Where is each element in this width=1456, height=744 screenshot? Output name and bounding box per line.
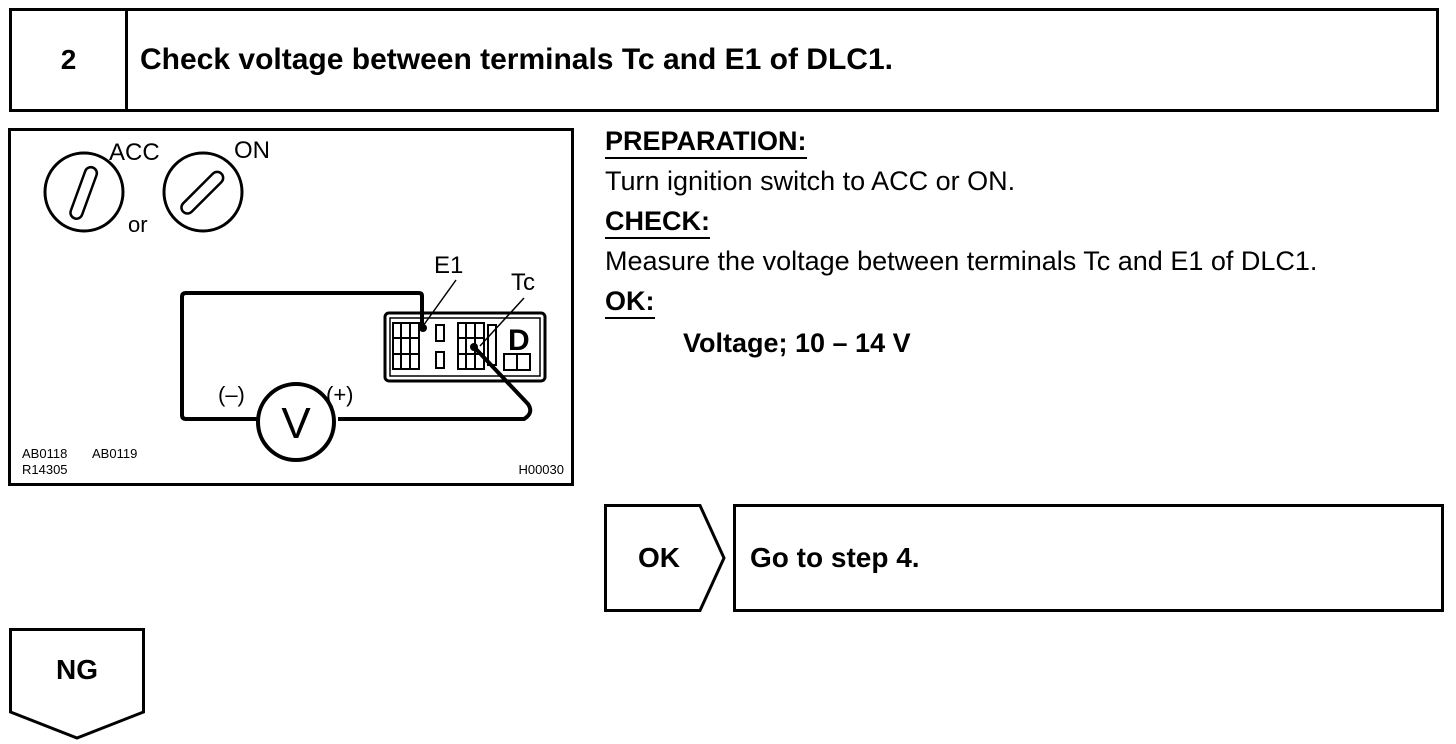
ref-code-2: AB0119 — [92, 446, 137, 461]
figure-code: H00030 — [518, 462, 564, 477]
switch-acc-label: ACC — [109, 139, 160, 166]
voltmeter-icon — [256, 382, 336, 462]
step-header: 2 Check voltage between terminals Tc and… — [9, 8, 1439, 112]
voltmeter-symbol: V — [281, 399, 311, 448]
preparation-heading: PREPARATION: — [605, 125, 807, 159]
ignition-switch-on-icon — [162, 151, 244, 233]
ok-heading: OK: — [605, 285, 655, 319]
ng-arrow-icon — [9, 628, 145, 740]
check-heading: CHECK: — [605, 205, 710, 239]
illustration: ACC or ON E1 Tc — [8, 128, 574, 486]
switch-on-label: ON — [234, 137, 270, 164]
wiring-diagram: ACC or ON E1 Tc — [8, 128, 574, 486]
ok-action-box: Go to step 4. — [733, 504, 1444, 612]
terminal-e1-label: E1 — [434, 252, 463, 279]
illustration-frame — [8, 128, 574, 486]
ref-code-1: AB0118 — [22, 446, 67, 461]
step-title: Check voltage between terminals Tc and E… — [140, 43, 893, 76]
ng-result-label: NG — [56, 654, 98, 685]
ok-action-text: Go to step 4. — [750, 542, 920, 573]
minus-probe-label: (–) — [218, 382, 245, 407]
check-text: Measure the voltage between terminals Tc… — [605, 246, 1318, 276]
ok-arrow-icon — [604, 504, 726, 612]
voltage-spec: Voltage; 10 – 14 V — [683, 328, 911, 358]
terminal-tc-label: Tc — [511, 269, 535, 296]
preparation-text: Turn ignition switch to ACC or ON. — [605, 166, 1016, 196]
negative-lead-wire — [180, 291, 424, 421]
e1-leader-line — [422, 279, 457, 327]
step-number: 2 — [12, 11, 128, 109]
instructions-block: PREPARATION: Turn ignition switch to ACC… — [605, 125, 1445, 361]
connector-letter: D — [508, 324, 530, 357]
positive-lead-wire — [338, 345, 533, 421]
ok-result-label: OK — [638, 542, 680, 573]
ref-code-3: R14305 — [22, 462, 68, 477]
dlc1-connector-icon — [383, 311, 547, 383]
plus-probe-label: (+) — [326, 382, 354, 407]
or-label: or — [128, 212, 148, 237]
ignition-switch-acc-icon — [43, 151, 125, 233]
